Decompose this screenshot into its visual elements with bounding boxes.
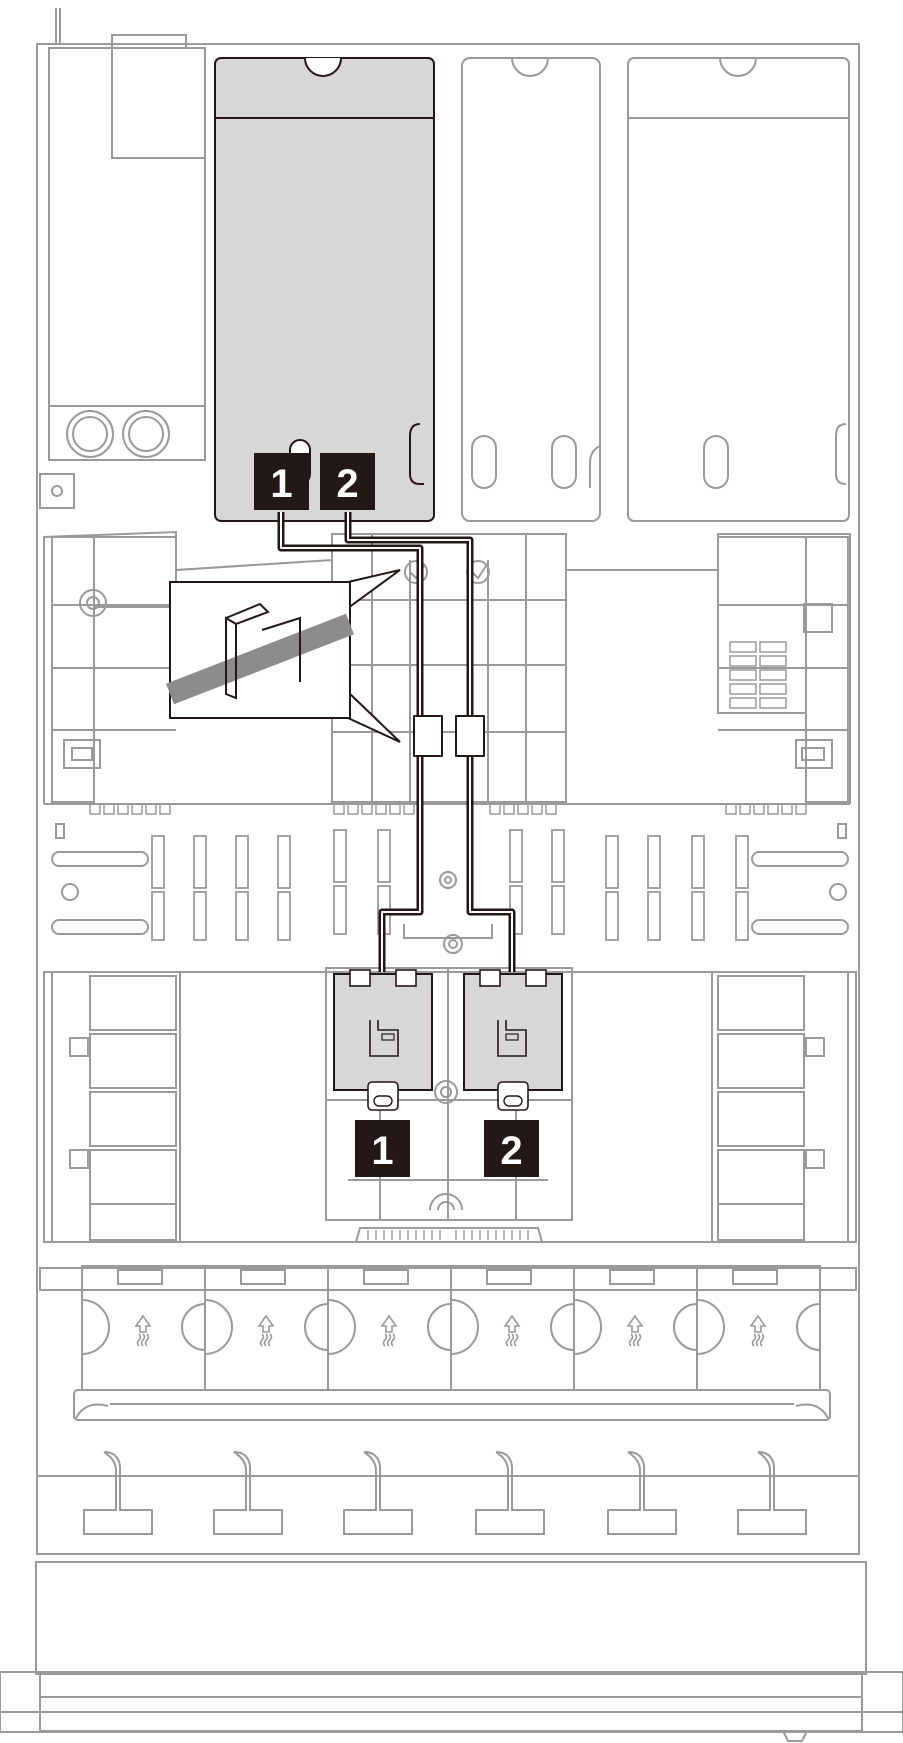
airflow-arrow-icon — [258, 1315, 274, 1347]
device-1 — [333, 969, 433, 1111]
airflow-arrow-icon — [381, 1315, 397, 1347]
callout-detail — [166, 569, 401, 743]
fan-row — [39, 1265, 857, 1421]
cable-clip-icon — [404, 560, 428, 584]
highlighted-riser-slot — [214, 57, 435, 522]
riser-slots — [461, 57, 850, 522]
cable-routing — [277, 512, 516, 972]
bottom-label-2: 2 — [484, 1120, 539, 1177]
airflow-arrow-icon — [135, 1315, 151, 1347]
bottom-label-1-text: 1 — [371, 1129, 393, 1173]
bottom-label-2-text: 2 — [500, 1129, 522, 1173]
drive-cage-section — [43, 967, 857, 1243]
cable-clip-icon — [413, 715, 443, 757]
cable-clip-icon — [455, 715, 485, 757]
front-bay — [37, 1451, 859, 1535]
top-label-1: 1 — [254, 453, 309, 510]
device-2 — [463, 969, 563, 1111]
top-label-2-text: 2 — [336, 462, 358, 506]
bottom-label-1: 1 — [355, 1120, 410, 1177]
airflow-arrow-icon — [627, 1315, 643, 1347]
system-board — [51, 823, 849, 954]
air-baffle — [43, 530, 851, 815]
top-label-1-text: 1 — [270, 462, 292, 506]
airflow-arrow-icon — [750, 1315, 766, 1347]
chassis — [0, 8, 903, 1742]
airflow-arrow-icon — [504, 1315, 520, 1347]
top-label-2: 2 — [320, 453, 375, 510]
power-supply-area — [39, 34, 206, 509]
